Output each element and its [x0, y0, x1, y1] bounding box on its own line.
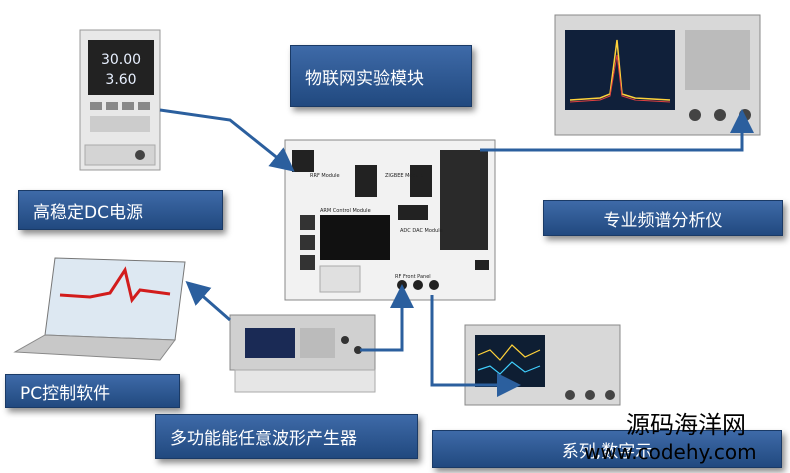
psu-readout-1: 30.00: [101, 52, 141, 68]
function-generator-label: 多功能能任意波形产生器: [155, 414, 418, 459]
watermark-line-2: www.codehy.com: [584, 440, 757, 464]
laptop-image: [13, 257, 186, 361]
dc-power-label: 高稳定DC电源: [18, 190, 223, 230]
pc-software-label: PC控制软件: [5, 374, 180, 408]
dc-power-supply-image: 30.00 3.60: [79, 29, 161, 171]
iot-module-label: 物联网实验模块: [290, 45, 472, 107]
adc-dac-label: ADC DAC Module: [400, 228, 443, 234]
zigbee-module-label: ZIGBEE Module: [385, 173, 423, 179]
connection-arrows: [159, 108, 754, 397]
watermark-line-1: 源码海洋网: [626, 411, 746, 439]
oscilloscope-label: 系列,数字示: [432, 430, 782, 468]
iot-board-image: RRF Module ZIGBEE Module ARM Control Mod…: [284, 139, 496, 301]
arm-module-label: ARM Control Module: [320, 208, 371, 214]
oscilloscope-image: [464, 324, 621, 406]
rf-module-label: RRF Module: [310, 173, 340, 179]
rf-front-panel-label: RF Front Panel: [395, 274, 431, 280]
spectrum-analyzer-label: 专业频谱分析仪: [543, 200, 783, 236]
spectrum-analyzer-image: [554, 14, 761, 136]
function-generator-image: [229, 314, 376, 393]
psu-readout-2: 3.60: [105, 72, 136, 88]
